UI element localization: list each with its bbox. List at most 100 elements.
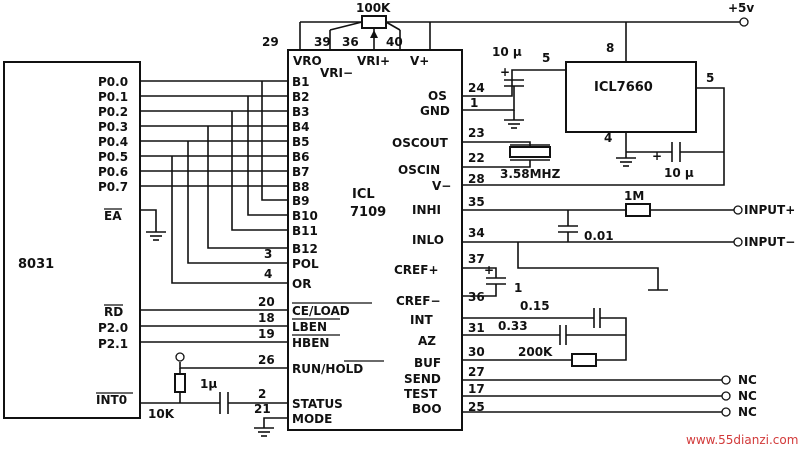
mcu-pin-p07: P0.7 bbox=[98, 180, 128, 194]
pin-b7: B7 bbox=[292, 165, 310, 179]
pin-send: SEND bbox=[404, 372, 441, 386]
mcu-8031-body bbox=[3, 61, 141, 419]
svg-text:36: 36 bbox=[468, 290, 485, 304]
nc-lines bbox=[462, 375, 731, 417]
svg-text:40: 40 bbox=[386, 35, 403, 49]
svg-text:1: 1 bbox=[470, 96, 478, 110]
control-wires bbox=[140, 309, 288, 437]
pin-b6: B6 bbox=[292, 150, 310, 164]
label-vcc: +5v bbox=[728, 1, 754, 15]
adc-pin-numbers: 29 39 36 40 3 4 20 18 19 26 2 21 24 1 23… bbox=[254, 35, 485, 416]
svg-text:8: 8 bbox=[606, 41, 614, 55]
pin-or: OR bbox=[292, 277, 311, 291]
pin-b2: B2 bbox=[292, 90, 310, 104]
mcu-pin-int0: INT0 bbox=[96, 393, 127, 407]
svg-text:35: 35 bbox=[468, 195, 485, 209]
pin-b5: B5 bbox=[292, 135, 310, 149]
ea-ground bbox=[140, 209, 166, 241]
adc-right-pin-labels: OS GND OSCOUT OSCIN V− INHI INLO CREF+ C… bbox=[392, 89, 451, 416]
mcu-8031-label: 8031 bbox=[18, 257, 54, 272]
pin-vri-plus: VRI+ bbox=[357, 54, 390, 68]
pin-gnd: GND bbox=[420, 104, 450, 118]
pin-b10: B10 bbox=[292, 209, 318, 223]
pin-inlo: INLO bbox=[412, 233, 444, 247]
pin-hben: HBEN bbox=[292, 336, 329, 350]
pin-vplus: V+ bbox=[410, 54, 429, 68]
label-200k: 200K bbox=[518, 345, 553, 359]
pin-mode: MODE bbox=[292, 412, 332, 426]
svg-text:2: 2 bbox=[258, 387, 266, 401]
label-1u: 1μ bbox=[200, 377, 217, 391]
pin-az: AZ bbox=[418, 334, 436, 348]
int-az-buf-network bbox=[462, 308, 627, 367]
svg-text:18: 18 bbox=[258, 311, 275, 325]
input-network bbox=[462, 203, 743, 291]
pin-inhi: INHI bbox=[412, 203, 441, 217]
pin-oscout: OSCOUT bbox=[392, 136, 449, 150]
cref-cap bbox=[462, 267, 506, 297]
adc-overbars bbox=[292, 302, 384, 362]
pin-crefp: CREF+ bbox=[394, 263, 439, 277]
pin-b9: B9 bbox=[292, 194, 310, 208]
reference-network bbox=[299, 15, 749, 50]
pin-b11: B11 bbox=[292, 224, 318, 238]
svg-text:4: 4 bbox=[264, 267, 272, 281]
svg-text:23: 23 bbox=[468, 126, 485, 140]
svg-text:31: 31 bbox=[468, 321, 485, 335]
pin-status: STATUS bbox=[292, 397, 343, 411]
svg-text:4: 4 bbox=[604, 131, 612, 145]
mcu-port0-labels: P0.0 P0.1 P0.2 P0.3 P0.4 P0.5 P0.6 P0.7 bbox=[98, 75, 128, 194]
pin-b3: B3 bbox=[292, 105, 310, 119]
label-100k: 100K bbox=[356, 1, 391, 15]
label-xtal: 3.58MHZ bbox=[500, 167, 561, 181]
pin-b1: B1 bbox=[292, 75, 310, 89]
pin-oscin: OSCIN bbox=[398, 163, 440, 177]
label-033: 0.33 bbox=[498, 319, 528, 333]
svg-text:26: 26 bbox=[258, 353, 275, 367]
pin-crefm: CREF− bbox=[396, 294, 441, 308]
svg-text:17: 17 bbox=[468, 382, 485, 396]
conv-icl7660-body bbox=[565, 61, 697, 133]
svg-text:36: 36 bbox=[342, 35, 359, 49]
pin-b8: B8 bbox=[292, 180, 310, 194]
terminal-nc-3: NC bbox=[738, 405, 757, 419]
terminal-nc-2: NC bbox=[738, 389, 757, 403]
mcu-pin-p21: P2.1 bbox=[98, 337, 128, 351]
pin-vminus: V− bbox=[432, 179, 451, 193]
pin-lben: LBEN bbox=[292, 320, 327, 334]
mcu-pin-p00: P0.0 bbox=[98, 75, 128, 89]
watermark: www.55dianzi.com bbox=[686, 433, 798, 447]
pin-test: TEST bbox=[404, 387, 438, 401]
svg-text:27: 27 bbox=[468, 365, 485, 379]
pin-os: OS bbox=[428, 89, 447, 103]
adc-label-line1: ICL bbox=[352, 187, 375, 202]
svg-text:3: 3 bbox=[264, 247, 272, 261]
svg-text:21: 21 bbox=[254, 402, 271, 416]
pin-run-hold: RUN/HOLD bbox=[292, 362, 363, 376]
svg-text:22: 22 bbox=[468, 151, 485, 165]
svg-text:25: 25 bbox=[468, 400, 485, 414]
mcu-pin-p04: P0.4 bbox=[98, 135, 128, 149]
svg-text:28: 28 bbox=[468, 172, 485, 186]
mcu-pin-ea: EA bbox=[104, 209, 122, 223]
adc-label-line2: 7109 bbox=[350, 205, 386, 220]
pin-int: INT bbox=[410, 313, 434, 327]
svg-text:24: 24 bbox=[468, 81, 485, 95]
label-015: 0.15 bbox=[520, 299, 550, 313]
pin-buf: BUF bbox=[414, 356, 441, 370]
label-cref: 1 bbox=[514, 281, 522, 295]
plus-sign-3: + bbox=[484, 263, 494, 277]
pin-boo: BOO bbox=[412, 402, 442, 416]
label-c10-top: 10 μ bbox=[492, 45, 522, 59]
adc-icl7109-body bbox=[287, 49, 463, 431]
svg-text:5: 5 bbox=[706, 71, 714, 85]
pin-vri-minus: VRI− bbox=[320, 66, 353, 80]
label-c10-bottom: 10 μ bbox=[664, 166, 694, 180]
mcu-pin-p05: P0.5 bbox=[98, 150, 128, 164]
mcu-pin-p02: P0.2 bbox=[98, 105, 128, 119]
conv-icl7660-label: ICL7660 bbox=[594, 80, 653, 95]
pin-pol: POL bbox=[292, 257, 319, 271]
terminal-input-plus: INPUT+ bbox=[744, 203, 795, 217]
pin-vro: VRO bbox=[293, 54, 322, 68]
